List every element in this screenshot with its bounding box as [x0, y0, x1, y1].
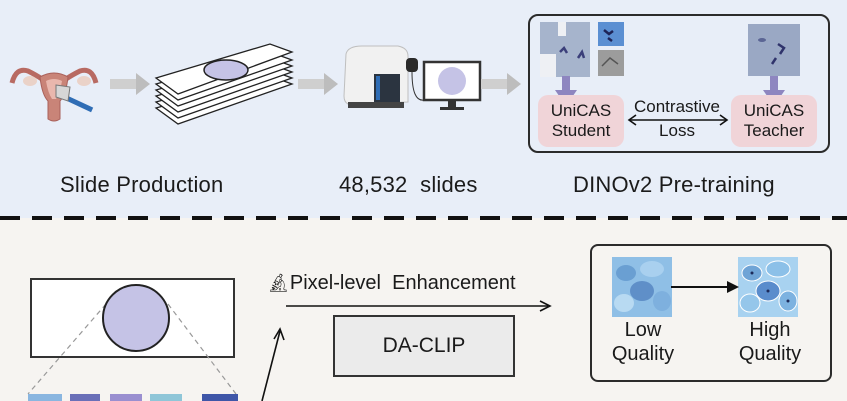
low-label-line1: Low	[624, 319, 662, 341]
microscope-icon: 🔬︎	[267, 273, 290, 293]
slide-zoom-illustration	[27, 284, 238, 401]
double-arrow-icon	[627, 114, 729, 126]
slide-stack-icon	[154, 43, 294, 125]
ovary-left	[23, 76, 37, 86]
stage-label-slide-count: 48,532 slides	[339, 172, 478, 197]
slide-scanner-monitor-icon	[343, 45, 482, 110]
unicas-student-box: UniCAS Student	[538, 95, 624, 147]
student-label-line1: UniCAS	[550, 101, 612, 120]
high-quality-cell-image	[738, 257, 798, 317]
arrow-right-icon	[286, 300, 552, 312]
quality-comparison-box	[590, 244, 832, 382]
ovary-right	[77, 76, 91, 86]
student-crop-patches	[540, 22, 624, 77]
low-label-line2: Quality	[611, 343, 675, 365]
contrastive-loss-label: Contrastive Loss	[629, 97, 725, 141]
arrow-right-icon	[298, 73, 338, 95]
enhancement-text: Pixel-level Enhancement	[289, 272, 516, 294]
teacher-label-line2: Teacher	[743, 121, 805, 140]
low-quality-label: Low Quality	[608, 318, 678, 366]
pretraining-box	[528, 14, 830, 153]
top-panel	[0, 0, 847, 218]
arrow-up-icon	[261, 327, 285, 401]
stage-label-pretraining: DINOv2 Pre-training	[573, 172, 775, 197]
arrow-right-icon	[481, 73, 521, 95]
specimen-circle	[102, 284, 170, 352]
teacher-global-patch	[748, 24, 800, 76]
teacher-label-line1: UniCAS	[743, 101, 805, 120]
loss-label-line1: Contrastive	[634, 97, 720, 116]
high-label-line1: High	[749, 319, 791, 341]
high-quality-label: High Quality	[732, 318, 808, 366]
arrow-right-icon	[110, 73, 150, 95]
unicas-teacher-box: UniCAS Teacher	[731, 95, 817, 147]
student-label-line2: Student	[551, 121, 611, 140]
pixel-enhancement-label: 🔬︎Pixel-level Enhancement	[267, 272, 516, 295]
uterus-brush-icon	[9, 67, 99, 122]
low-quality-cell-image	[612, 257, 672, 317]
stage-label-slide-production: Slide Production	[60, 172, 224, 197]
da-clip-label: DA-CLIP	[382, 334, 466, 357]
dashed-separator	[0, 216, 847, 220]
arrow-right-icon	[671, 281, 739, 293]
loss-label-line2: Loss	[659, 121, 695, 140]
da-clip-model-box: DA-CLIP	[333, 315, 515, 377]
high-label-line2: Quality	[738, 343, 802, 365]
